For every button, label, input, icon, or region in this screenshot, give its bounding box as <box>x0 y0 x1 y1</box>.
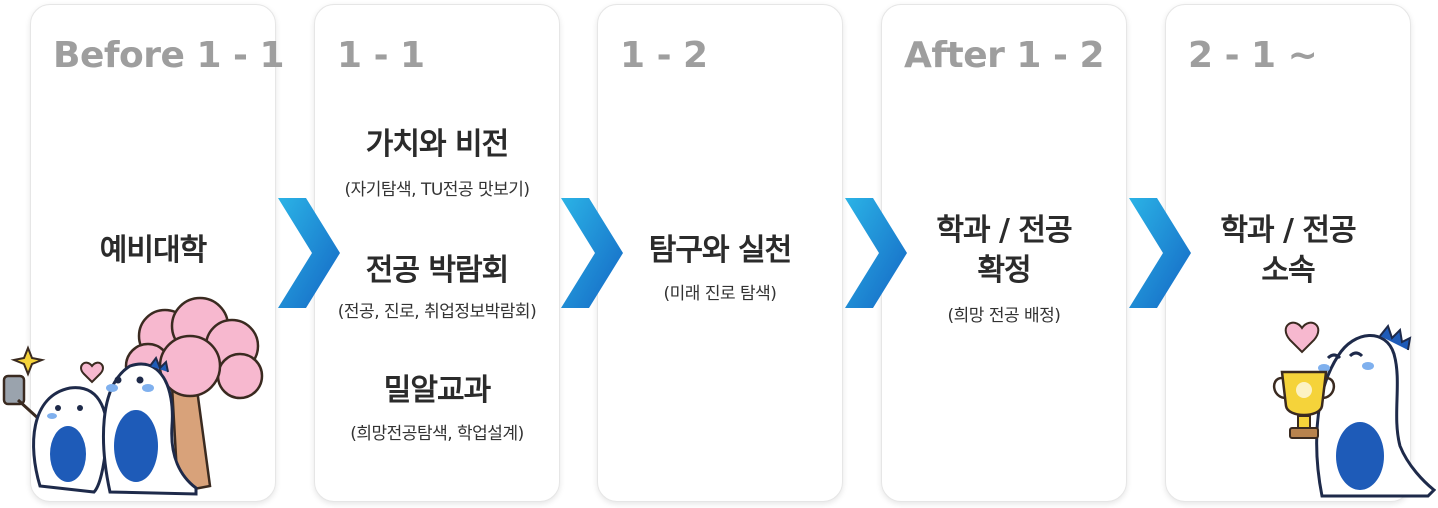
chevron-right-arrow-icon <box>845 198 907 308</box>
stage-subtitle: (전공, 진로, 취업정보박람회) <box>337 302 537 322</box>
heart-icon <box>80 361 104 384</box>
step-label: 1 - 2 <box>620 35 708 76</box>
stage-title: 밀알교과 <box>383 373 491 408</box>
stage-card-1-1: 1 - 1 가치와 비전 (자기탐색, TU전공 맛보기) 전공 박람회 (전공… <box>314 4 560 502</box>
stage-title-line2: 소속 <box>1261 253 1315 288</box>
stage-title-line2: 확정 <box>977 253 1031 288</box>
mascot-selfie-icon <box>2 296 264 496</box>
stage-title: 전공 박람회 <box>365 253 509 288</box>
sparkle-icon <box>10 345 46 377</box>
stage-subtitle: (미래 진로 탐색) <box>663 284 777 304</box>
stage-card-1-2: 1 - 2 탐구와 실천 (미래 진로 탐색) <box>597 4 843 502</box>
step-label: Before 1 - 1 <box>53 35 285 76</box>
stage-title-line1: 학과 / 전공 <box>1220 213 1356 248</box>
stage-subtitle: (희망전공탐색, 학업설계) <box>350 424 524 444</box>
chevron-right-arrow-icon <box>278 198 340 308</box>
mascot-trophy-icon <box>1273 321 1436 498</box>
step-label: 2 - 1 ~ <box>1188 35 1318 76</box>
stage-title: 탐구와 실천 <box>648 233 792 268</box>
heart-icon <box>1284 321 1320 354</box>
step-label: 1 - 1 <box>337 35 425 76</box>
stage-title: 예비대학 <box>99 233 207 268</box>
stage-subtitle: (자기탐색, TU전공 맛보기) <box>344 180 530 200</box>
stage-title: 가치와 비전 <box>365 127 509 162</box>
stage-title-line1: 학과 / 전공 <box>936 213 1072 248</box>
stage-subtitle: (희망 전공 배정) <box>947 306 1061 326</box>
step-label: After 1 - 2 <box>904 35 1105 76</box>
chevron-right-arrow-icon <box>561 198 623 308</box>
chevron-right-arrow-icon <box>1129 198 1191 308</box>
stage-card-after-1-2: After 1 - 2 학과 / 전공 확정 (희망 전공 배정) <box>881 4 1127 502</box>
